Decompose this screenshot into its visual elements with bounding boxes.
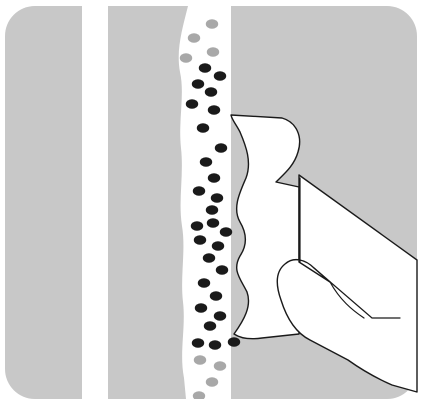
residue-dot [186,99,198,109]
residue-dot-faded [188,33,200,43]
residue-dot [212,241,224,251]
residue-dot-faded [193,391,205,401]
residue-dot [195,303,207,313]
residue-dot [198,278,210,288]
residue-dot [209,340,221,350]
residue-dot [208,173,220,183]
residue-dot [203,253,215,263]
residue-dot [205,87,217,97]
residue-dot [194,235,206,245]
residue-dot [215,143,227,153]
residue-dot [214,311,226,321]
residue-dot [206,205,218,215]
residue-dot [192,338,204,348]
residue-dot [200,157,212,167]
residue-dot [204,321,216,331]
residue-dot [210,291,222,301]
residue-dot-faded [206,377,218,387]
residue-dot-faded [214,361,226,371]
residue-dot-faded [180,53,192,63]
residue-dot [199,63,211,73]
residue-dot [192,79,204,89]
residue-dot [220,227,232,237]
residue-dot [193,186,205,196]
residue-dot [214,71,226,81]
residue-dot-faded [206,19,218,29]
residue-dot [228,337,240,347]
residue-dot [191,221,203,231]
residue-dot [216,265,228,275]
residue-dot [211,193,223,203]
residue-dot-faded [194,355,206,365]
residue-dot [197,123,209,133]
residue-dot-faded [207,47,219,57]
residue-dot [207,218,219,228]
residue-dot [208,105,220,115]
left-wall-panel [5,6,82,399]
